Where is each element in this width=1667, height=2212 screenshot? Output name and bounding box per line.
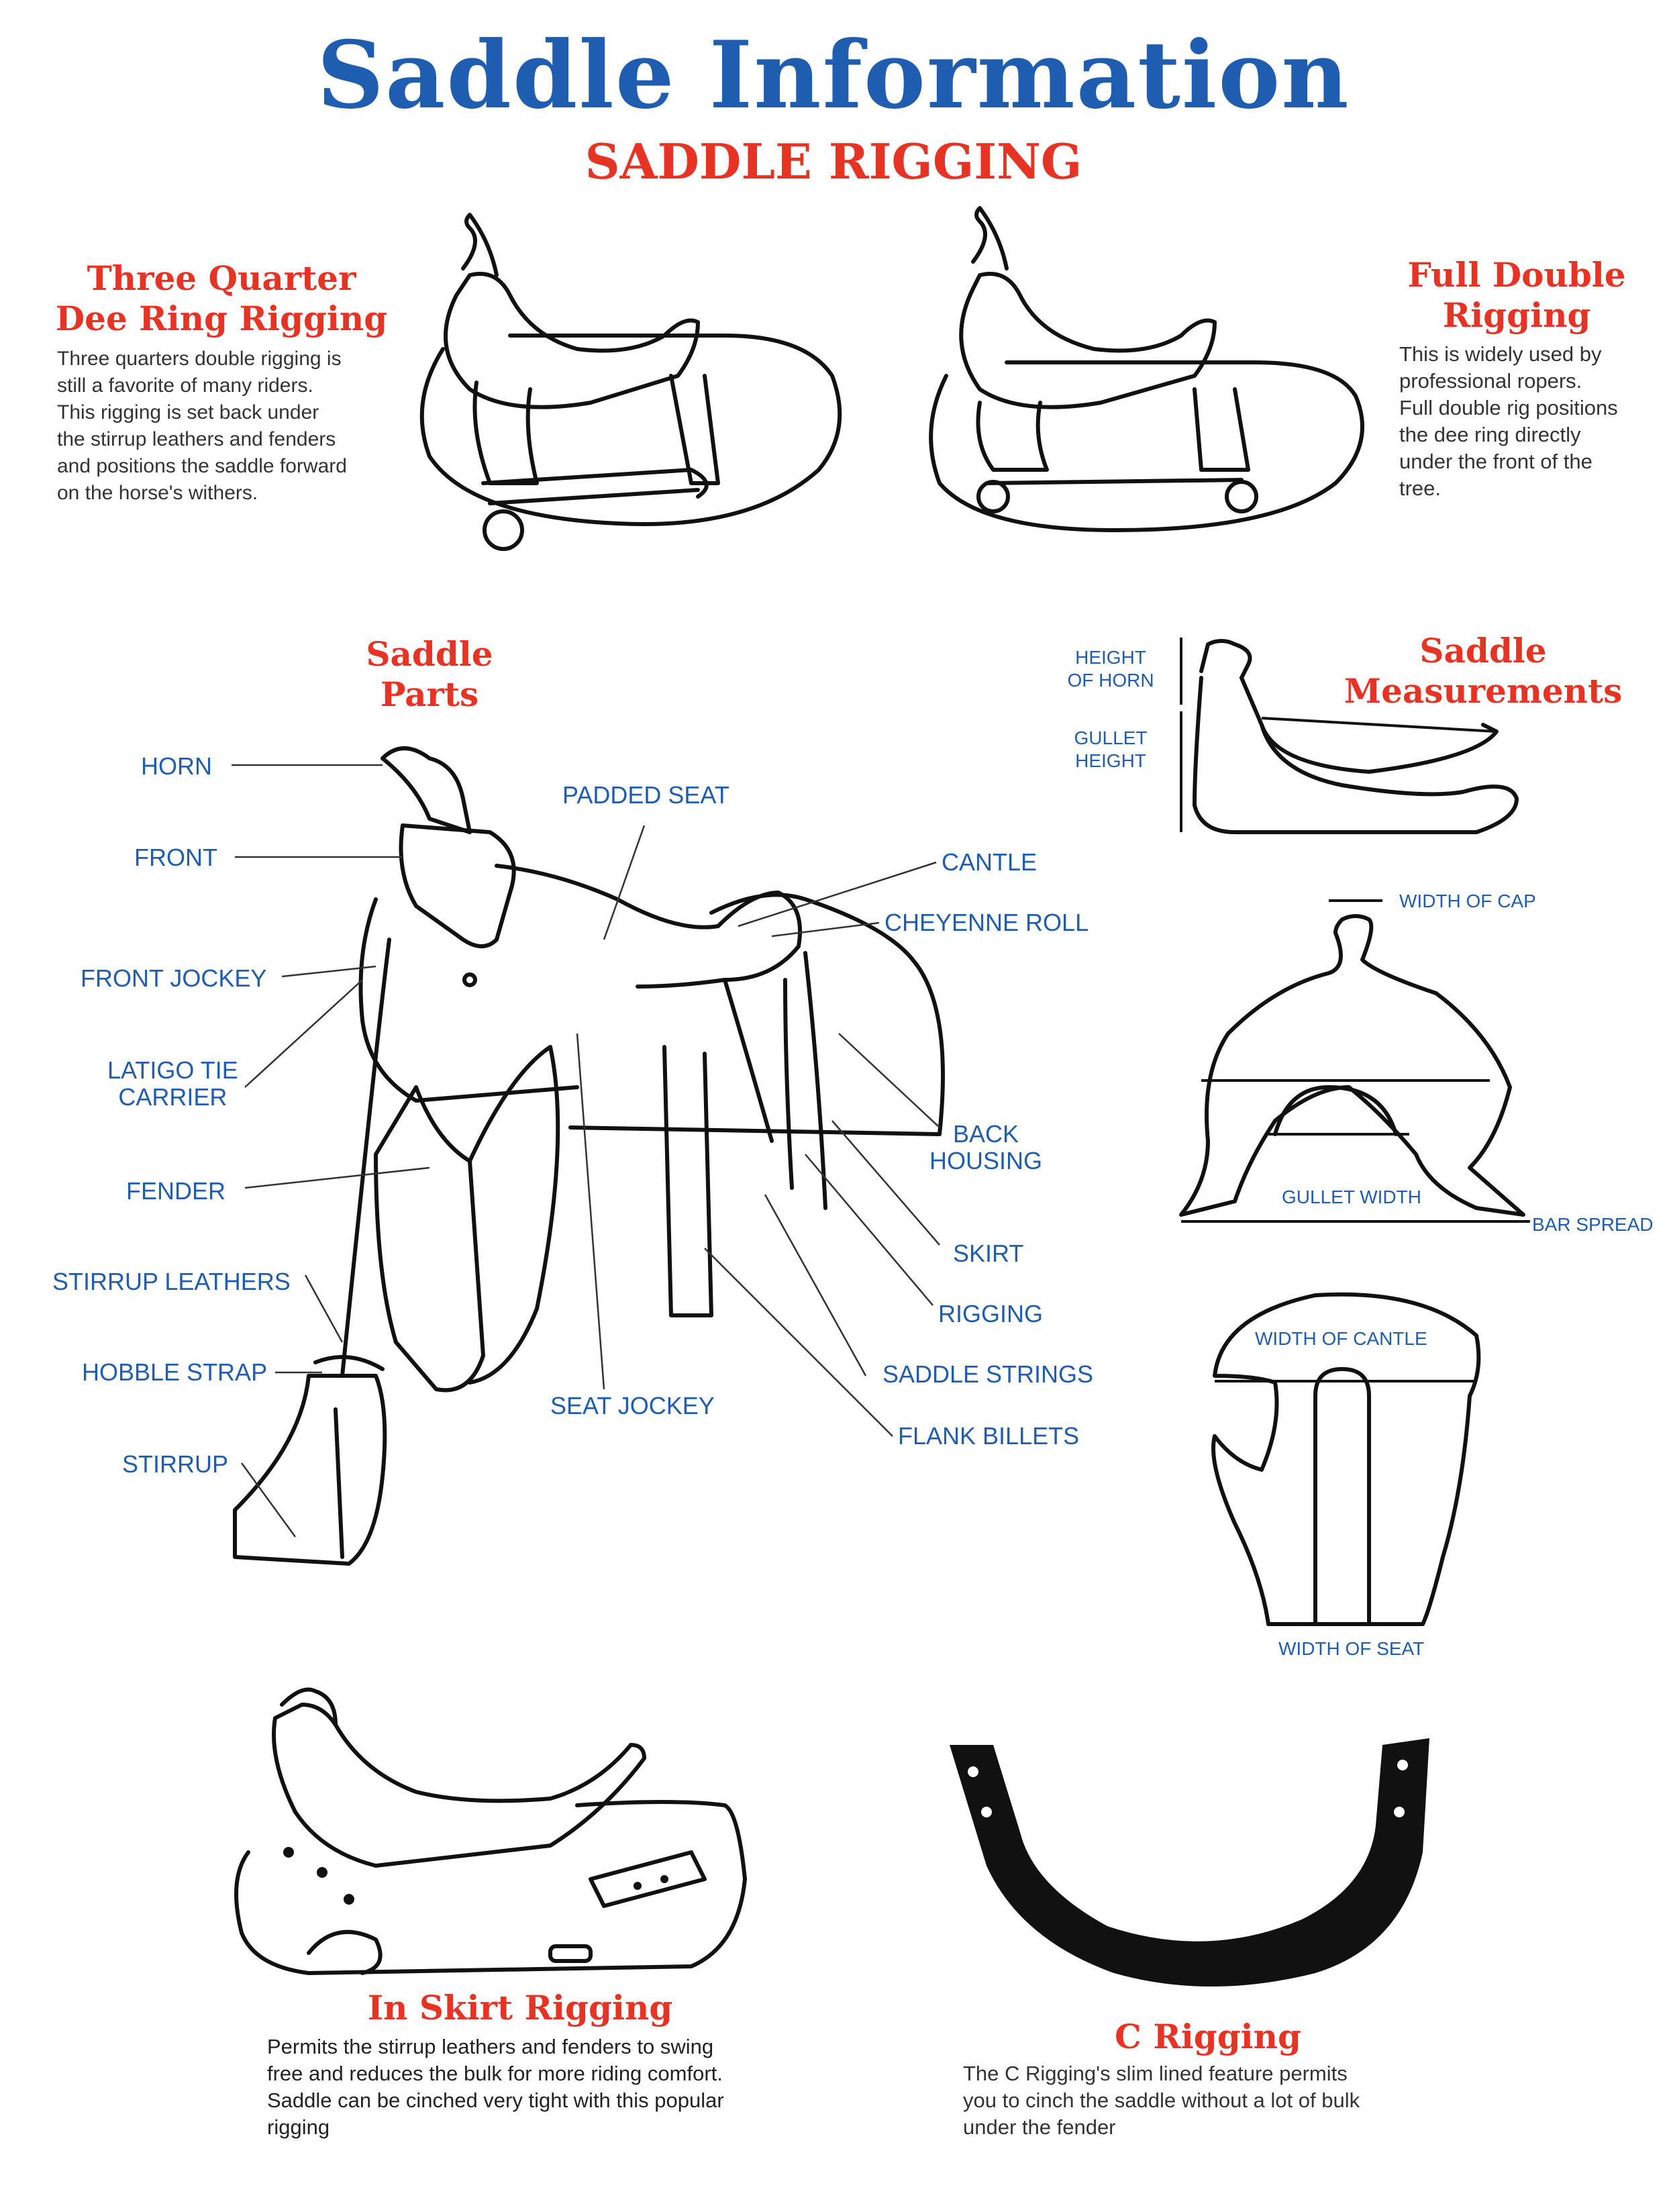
page-title: Saddle Information: [317, 20, 1350, 130]
label-height-of-horn-line1: HEIGHT: [1075, 647, 1146, 668]
three-quarter-desc-line: still a favorite of many riders.: [57, 374, 313, 397]
in-skirt-desc-line: rigging: [267, 2115, 330, 2139]
full-double-description: This is widely used by professional rope…: [1399, 341, 1661, 502]
full-double-saddle-illustration: [929, 206, 1364, 532]
three-quarter-title-line1: Three Quarter: [87, 258, 356, 298]
saddle-measurements-title-line2: Measurements: [1344, 671, 1623, 711]
measurement-top-view: [1211, 1292, 1481, 1626]
label-latigo-line1: LATIGO TIE: [107, 1056, 238, 1084]
label-latigo-line2: CARRIER: [118, 1083, 228, 1111]
label-gullet-height-line1: GULLET: [1074, 727, 1148, 748]
label-width-of-cantle: WIDTH OF CANTLE: [1255, 1328, 1427, 1349]
measurement-side-view: [1180, 638, 1519, 834]
saddle-measurements-title: Saddle Measurements: [1335, 631, 1631, 711]
in-skirt-title: In Skirt Rigging: [367, 1988, 673, 2027]
label-seat-jockey: SEAT JOCKEY: [550, 1392, 715, 1419]
label-latigo-tie-carrier: LATIGO TIE CARRIER: [107, 1057, 238, 1111]
label-cheyenne-roll: CHEYENNE ROLL: [885, 909, 1089, 936]
label-cantle: CANTLE: [942, 848, 1038, 876]
label-hobble-strap: HOBBLE STRAP: [82, 1358, 268, 1386]
three-quarter-desc-line: on the horse's withers.: [57, 482, 258, 504]
three-quarter-desc-line: This rigging is set back under: [57, 401, 319, 423]
label-gullet-height: GULLET HEIGHT: [1064, 727, 1158, 772]
in-skirt-desc-line: free and reduces the bulk for more ridin…: [267, 2062, 723, 2085]
label-fender: FENDER: [126, 1177, 226, 1205]
label-height-of-horn-line2: OF HORN: [1067, 670, 1154, 691]
label-back-housing-line2: HOUSING: [929, 1147, 1043, 1174]
label-width-of-seat: WIDTH OF SEAT: [1278, 1638, 1425, 1659]
full-double-desc-line: under the front of the: [1399, 450, 1593, 473]
label-front-jockey: FRONT JOCKEY: [81, 964, 267, 992]
c-rigging-description: The C Rigging's slim lined feature permi…: [963, 2060, 1433, 2141]
three-quarter-desc-line: the stirrup leathers and fenders: [57, 428, 336, 450]
three-quarter-title: Three Quarter Dee Ring Rigging: [54, 258, 389, 339]
full-double-desc-line: the dee ring directly: [1399, 423, 1581, 446]
label-width-of-cap: WIDTH OF CAP: [1399, 891, 1536, 911]
label-skirt: SKIRT: [953, 1240, 1024, 1267]
full-double-title: Full Double Rigging: [1389, 255, 1644, 336]
full-double-desc-line: This is widely used by: [1399, 342, 1602, 366]
saddle-parts-illustration: [233, 746, 945, 1566]
full-double-desc-line: professional ropers.: [1399, 369, 1582, 393]
c-rigging-desc-line: The C Rigging's slim lined feature permi…: [963, 2062, 1348, 2085]
three-quarter-saddle-illustration: [419, 213, 842, 551]
label-gullet-width: GULLET WIDTH: [1282, 1187, 1421, 1207]
label-gullet-height-line2: HEIGHT: [1075, 750, 1146, 771]
full-double-desc-line: Full double rig positions: [1399, 396, 1618, 419]
in-skirt-desc-line: Saddle can be cinched very tight with th…: [267, 2089, 724, 2112]
saddle-parts-title: Saddle Parts: [329, 634, 530, 715]
label-saddle-strings: SADDLE STRINGS: [882, 1360, 1094, 1388]
label-flank-billets: FLANK BILLETS: [898, 1422, 1080, 1450]
c-rigging-illustration: [950, 1738, 1429, 1987]
in-skirt-saddle-illustration: [234, 1687, 747, 1975]
label-front: FRONT: [134, 844, 217, 871]
label-back-housing: BACK HOUSING: [929, 1121, 1042, 1174]
three-quarter-desc-line: and positions the saddle forward: [57, 455, 347, 477]
c-rigging-desc-line: under the fender: [963, 2115, 1116, 2139]
label-height-of-horn: HEIGHT OF HORN: [1064, 646, 1158, 692]
page-subtitle: SADDLE RIGGING: [585, 133, 1082, 190]
label-stirrup: STIRRUP: [122, 1450, 229, 1478]
full-double-desc-line: tree.: [1399, 476, 1442, 500]
three-quarter-title-line2: Dee Ring Rigging: [55, 299, 388, 338]
in-skirt-desc-line: Permits the stirrup leathers and fenders…: [267, 2035, 714, 2058]
label-stirrup-leathers: STIRRUP LEATHERS: [52, 1268, 291, 1295]
saddle-parts-title-line2: Parts: [380, 674, 479, 714]
three-quarter-description: Three quarters double rigging is still a…: [57, 346, 406, 507]
three-quarter-desc-line: Three quarters double rigging is: [57, 348, 342, 370]
full-double-title-line2: Rigging: [1442, 295, 1591, 335]
measurement-front-view: [1179, 899, 1530, 1223]
label-back-housing-line1: BACK: [952, 1120, 1019, 1148]
label-padded-seat: PADDED SEAT: [562, 781, 729, 809]
saddle-measurements-title-line1: Saddle: [1419, 631, 1547, 670]
in-skirt-description: Permits the stirrup leathers and fenders…: [267, 2033, 777, 2141]
c-rigging-title: C Rigging: [1115, 2017, 1301, 2056]
label-horn: HORN: [141, 752, 212, 780]
label-bar-spread: BAR SPREAD: [1532, 1214, 1654, 1235]
saddle-parts-title-line1: Saddle: [366, 634, 493, 674]
parts-leader-lines: [232, 764, 940, 1538]
full-double-title-line1: Full Double: [1407, 255, 1626, 295]
c-rigging-desc-line: you to cinch the saddle without a lot of…: [963, 2089, 1360, 2112]
label-rigging: RIGGING: [938, 1300, 1044, 1327]
